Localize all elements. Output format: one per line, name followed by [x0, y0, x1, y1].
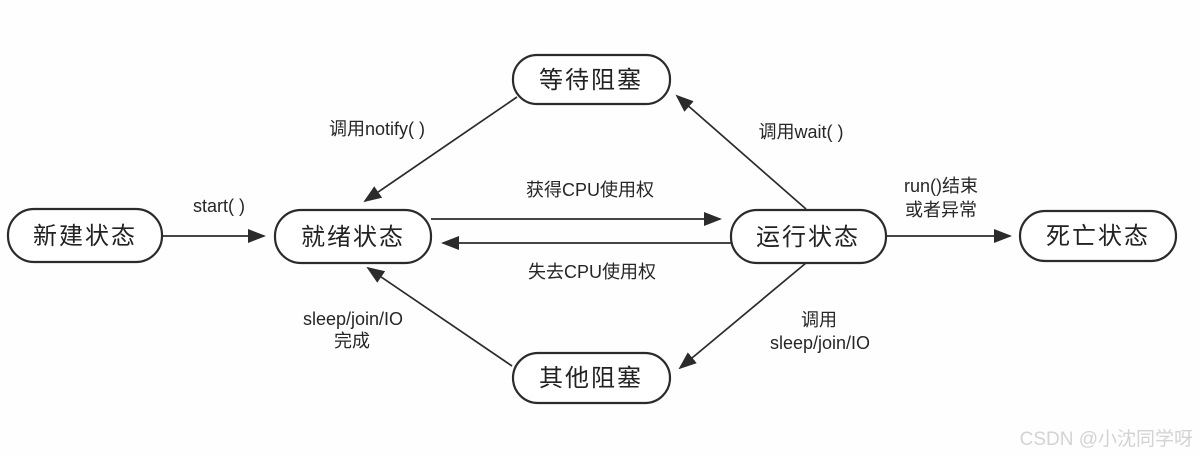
node-new-state-shape: [6, 207, 164, 264]
edge-sleep-done: [366, 266, 513, 367]
edge-sleep-call-label-line2: sleep/join/IO: [770, 333, 870, 353]
node-new-state: 新建状态: [6, 207, 164, 264]
edge-notify: [363, 96, 518, 203]
edge-sleep-call-label-line1: 调用: [801, 310, 837, 330]
nodes: 新建状态 就绪状态 等待阻塞 运行状态 死亡状态 其他阻塞: [6, 53, 1178, 405]
node-other-blocked-label: 其他阻塞: [539, 365, 643, 392]
edge-lose-cpu-label: 失去CPU使用权: [528, 262, 656, 282]
edge-sleep-done-label-line2: 完成: [334, 331, 370, 351]
edge-notify-label: 调用notify( ): [329, 119, 425, 139]
node-waiting-blocked-shape: [511, 53, 672, 106]
node-running-state-shape: [729, 208, 888, 265]
edge-labels: start( ) 获得CPU使用权 失去CPU使用权 调用notify( ) 调…: [193, 119, 978, 353]
node-dead-state: 死亡状态: [1018, 209, 1178, 263]
edge-run-end-label-line1: run()结束: [904, 176, 978, 196]
node-dead-state-shape: [1018, 209, 1178, 263]
node-new-state-label: 新建状态: [33, 223, 137, 250]
node-dead-state-label: 死亡状态: [1046, 223, 1150, 250]
node-waiting-blocked-label: 等待阻塞: [539, 67, 643, 94]
node-running-state-label: 运行状态: [756, 224, 860, 251]
edge-acquire-cpu-label: 获得CPU使用权: [526, 180, 654, 200]
node-other-blocked-shape: [511, 351, 672, 405]
edge-start-label: start( ): [193, 196, 245, 216]
node-other-blocked: 其他阻塞: [511, 351, 672, 405]
node-running-state: 运行状态: [729, 208, 888, 265]
edge-run-end-label-line2: 或者异常: [905, 200, 977, 220]
edge-wait-label: 调用wait( ): [759, 122, 844, 142]
node-ready-state: 就绪状态: [273, 208, 433, 265]
edge-sleep-done-label-line1: sleep/join/IO: [303, 309, 403, 329]
node-waiting-blocked: 等待阻塞: [511, 53, 672, 106]
edge-sleep-call: [678, 262, 807, 370]
node-ready-state-shape: [273, 208, 433, 265]
node-ready-state-label: 就绪状态: [301, 224, 405, 251]
edge-wait: [675, 94, 807, 210]
watermark: CSDN @小沈同学呀: [1020, 428, 1193, 450]
